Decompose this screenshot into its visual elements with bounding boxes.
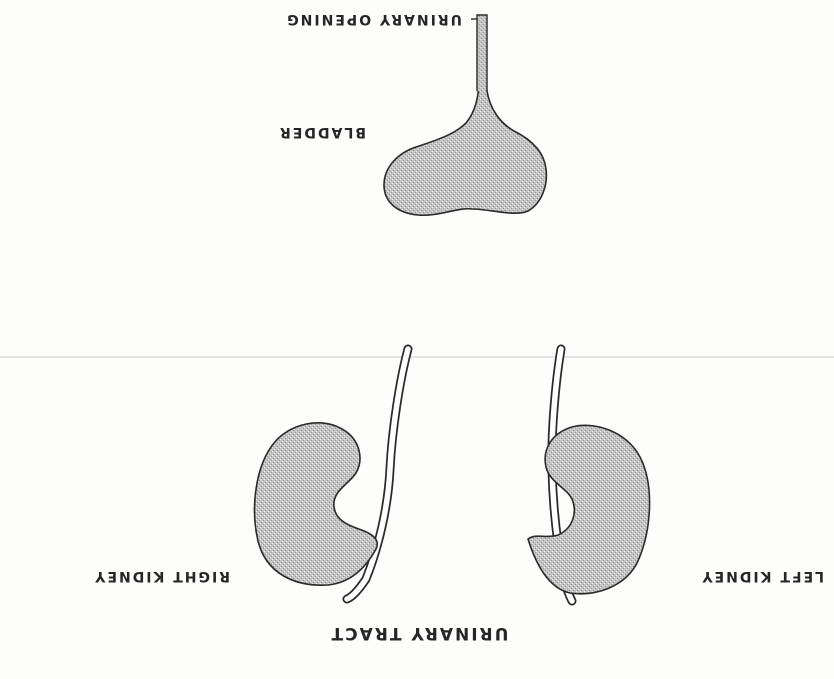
bladder-label: BLADDER [278,124,366,140]
urethra-shape [477,15,487,91]
urinary-opening-label: URINARY OPENING [285,11,462,27]
left-kidney-shape [528,425,650,594]
title-label: URINARY TRACT [330,623,509,643]
right-kidney-shape [255,423,378,585]
left-kidney-label: LEFT KIDNEY [700,568,824,584]
right-kidney-label: RIGHT KIDNEY [93,568,230,584]
bladder-shape [384,75,546,215]
